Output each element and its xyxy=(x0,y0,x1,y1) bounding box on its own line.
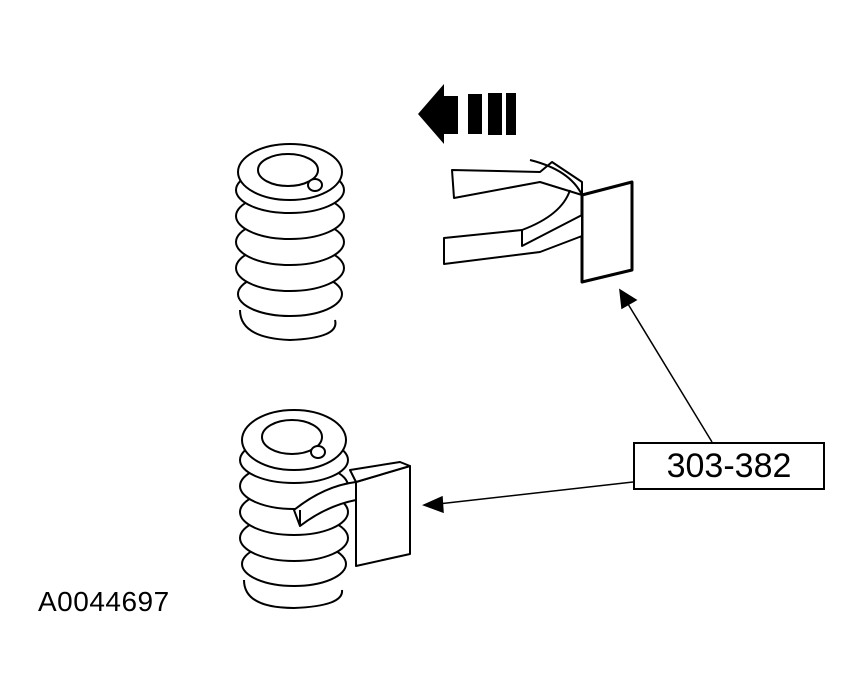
leader-lines xyxy=(422,288,713,514)
spring-retainer-tool-icon xyxy=(443,159,634,284)
tool-number-text: 303-382 xyxy=(666,446,792,485)
arrow-left-icon xyxy=(418,84,516,144)
coil-spring-icon xyxy=(235,143,345,342)
tool-callout-label: 303-382 xyxy=(633,442,825,490)
figure-id-label: A0044697 xyxy=(38,586,170,617)
coil-spring-icon xyxy=(239,409,349,610)
spring-retainer-tool-icon xyxy=(293,461,411,567)
